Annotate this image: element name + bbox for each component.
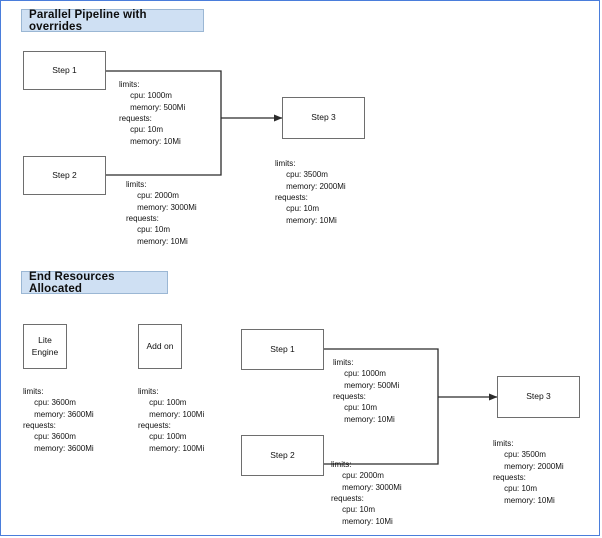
node-bottom-step-1[interactable]: Step 1 [241, 329, 324, 370]
node-bottom-step-1-label: Step 1 [270, 343, 295, 354]
node-top-step-2[interactable]: Step 2 [23, 156, 106, 195]
spec-top-step-3: limits: cpu: 3500m memory: 2000Mi reques… [275, 159, 346, 225]
node-bottom-step-3[interactable]: Step 3 [497, 376, 580, 418]
spec-top-step-1: limits: cpu: 1000m memory: 500Mi request… [119, 80, 186, 146]
section-title-parallel-pipeline: Parallel Pipeline with overrides [21, 8, 204, 33]
node-top-step-3-label: Step 3 [311, 112, 336, 123]
node-bottom-step-2-label: Step 2 [270, 449, 295, 460]
node-add-on[interactable]: Add on [138, 324, 182, 369]
section-title-end-resources-label: End Resources Allocated [29, 270, 115, 295]
node-top-step-2-label: Step 2 [52, 169, 77, 180]
section-title-parallel-pipeline-label: Parallel Pipeline with overrides [29, 8, 147, 33]
node-lite-engine-label-line-2: Engine [31, 346, 59, 357]
node-bottom-step-3-label: Step 3 [526, 391, 551, 402]
node-bottom-step-2[interactable]: Step 2 [241, 435, 324, 476]
node-top-step-3[interactable]: Step 3 [282, 97, 365, 139]
section-title-end-resources: End Resources Allocated [21, 270, 168, 295]
spec-add-on: limits: cpu: 100m memory: 100Mi requests… [138, 387, 205, 453]
node-lite-engine[interactable]: Lite Engine [23, 324, 67, 369]
node-lite-engine-label-line-1: Lite [38, 335, 52, 346]
spec-lite-engine: limits: cpu: 3600m memory: 3600Mi reques… [23, 387, 94, 453]
spec-bottom-step-2: limits: cpu: 2000m memory: 3000Mi reques… [331, 460, 402, 526]
node-top-step-1-label: Step 1 [52, 64, 77, 75]
node-add-on-label: Add on [146, 340, 174, 351]
spec-bottom-step-3: limits: cpu: 3500m memory: 2000Mi reques… [493, 439, 564, 505]
node-top-step-1[interactable]: Step 1 [23, 51, 106, 90]
spec-bottom-step-1: limits: cpu: 1000m memory: 500Mi request… [333, 358, 400, 424]
spec-top-step-2: limits: cpu: 2000m memory: 3000Mi reques… [126, 180, 197, 246]
